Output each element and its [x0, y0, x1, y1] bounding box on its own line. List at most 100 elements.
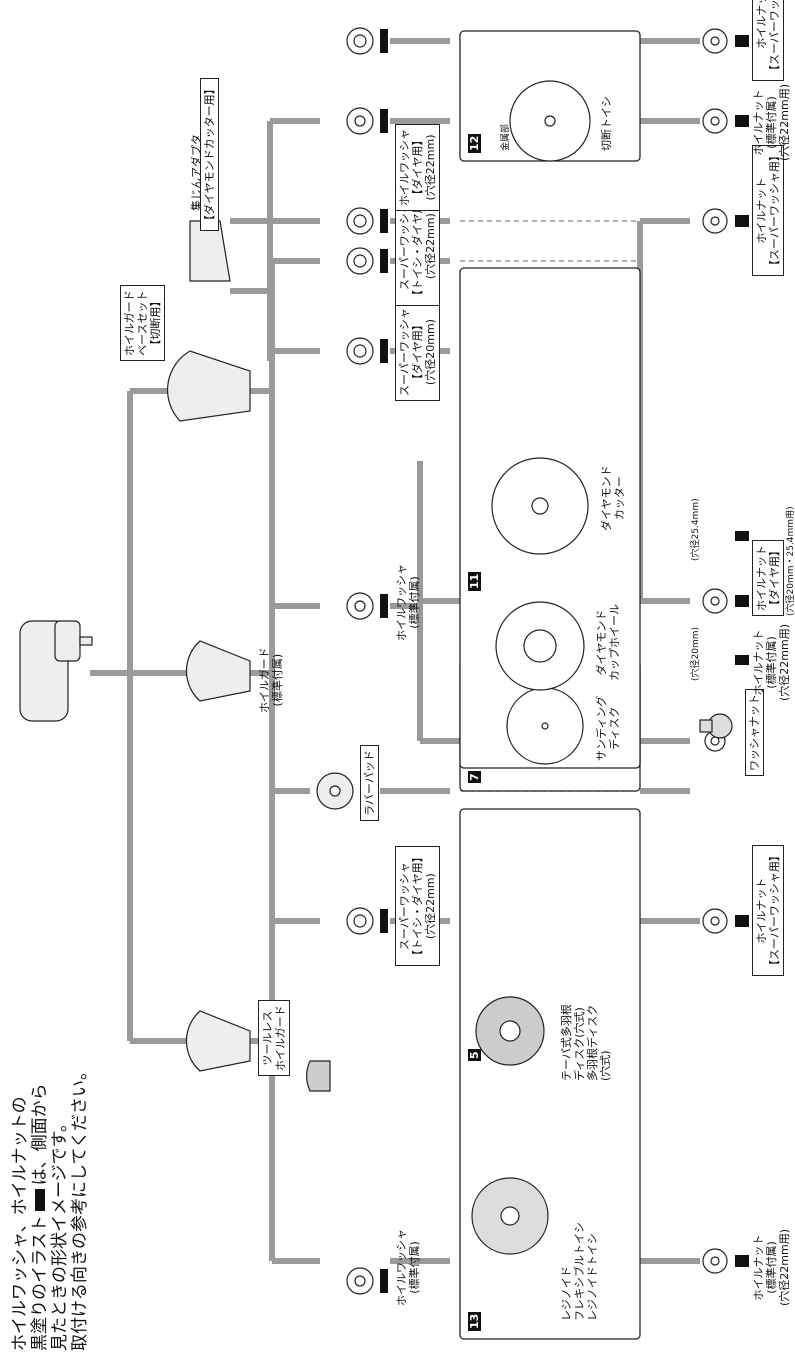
metal-part-label: 金属部	[501, 123, 511, 151]
p5-item1: テーパ式多羽根	[560, 1004, 573, 1081]
rubber-pad-icon	[306, 1060, 331, 1092]
nut-profiles	[735, 35, 749, 1267]
cup-wheel-label: ダイヤモンド カップホイール	[595, 604, 621, 681]
std-nut-label-mid: ホイルナット (標準付属) (穴径22mm用)	[752, 624, 791, 701]
washer-profiles	[380, 29, 388, 1293]
cutting-line1: ホイルガード	[123, 290, 136, 356]
cutoff-wheel-label: 切断トイシ	[600, 96, 613, 151]
panel-13-5-frame	[459, 808, 641, 1340]
note-line-2: 黒塗りのイラスト は、側面から	[30, 1063, 50, 1351]
superdia20-l1: スーパーワッシャ	[398, 308, 411, 396]
wheel-dia22-label: ホイルワッシャ 【ダイヤ用】 (穴径22mm)	[395, 124, 440, 211]
std-washer-l2: (標準付属)	[408, 1241, 421, 1294]
stdnut-l1: ホイルナット	[752, 1234, 765, 1301]
panel-12-number: 12	[468, 133, 481, 153]
super22-l1: スーパーワッシャ	[398, 862, 411, 951]
super-nut-label-right: ホイルナット 【スーパーワッシャ用】	[752, 0, 784, 81]
dust-adapter-icon	[189, 220, 231, 282]
standard-line2: (標準付属)	[271, 653, 284, 707]
cup-l1: ダイヤモンド	[595, 609, 608, 676]
stdnut-r3: (穴径22mm用)	[778, 83, 791, 161]
standard-guard-icon	[185, 640, 251, 702]
super-nut-label-mid: ホイルナット 【スーパーワッシャ用】	[752, 145, 784, 276]
adapter-box: 【ダイヤモンドカッター用】	[200, 78, 219, 231]
washer-nut-label: ワッシャナット	[745, 689, 764, 776]
stdnut-m2: (標準付属)	[765, 636, 778, 689]
diamond-cutter-label: ダイヤモンド カッター	[600, 465, 626, 531]
p13-item1: レジノイド	[560, 1266, 573, 1321]
supernut-l2: 【スーパーワッシャ用】	[768, 850, 781, 971]
p7-item2: ディスク	[608, 706, 621, 750]
supernut-r1: ホイルナット	[755, 0, 768, 49]
toolless-guard-label: ツールレス ホイルガード	[258, 1000, 290, 1076]
dia-nut-size: (穴径20mm・25.4mm用)	[786, 506, 795, 616]
cutting-guard-label: ホイルガード ベースセット 【切断用】	[120, 285, 165, 361]
cutting-line3: 【切断用】	[149, 295, 162, 351]
panel-11-number: 11	[468, 571, 481, 591]
adapter-line2: 【ダイヤモンドカッター用】	[203, 83, 216, 226]
note-line-2a: 黒塗りのイラスト	[30, 1215, 50, 1351]
wheeldia22-l1: ホイルワッシャ	[398, 129, 411, 206]
instruction-note: ホイルワッシャ、ホイルナットの 黒塗りのイラスト は、側面から 見たときの形状イメ…	[10, 1063, 90, 1351]
panel-5-number: 5	[468, 1049, 481, 1061]
stdnut-r1: ホイルナット	[752, 89, 765, 156]
cup-l2: カップホイール	[608, 604, 621, 681]
superdia20-l2: 【ダイヤ用】	[411, 319, 424, 385]
panel-7-text: サンディング ディスク	[595, 696, 621, 761]
std-washer-l1: ホイルワッシャ	[395, 1229, 408, 1306]
washer-nut-text: ワッシャナット	[748, 694, 761, 771]
super-washer-22-label: スーパーワッシャ 【トイシ・ダイヤ用】 (穴径22mm)	[395, 846, 440, 966]
panel-7-number: 7	[468, 771, 481, 783]
panel-13-number: 13	[468, 1311, 481, 1331]
p5-item4: (穴式)	[599, 1050, 612, 1081]
hole-20-label: (穴径20mm)	[691, 626, 701, 681]
toolless-line1: ツールレス	[261, 1010, 274, 1066]
std-washer-label-left: ホイルワッシャ (標準付属)	[395, 1229, 421, 1306]
rubber-pad-label: ラバーパッド	[360, 745, 379, 821]
cutting-line2: ベースセット	[136, 290, 149, 356]
dia-nut-label: ホイルナット 【ダイヤ用】	[752, 540, 784, 616]
note-line-4: 取付ける向きの参考にしてください。	[70, 1063, 90, 1351]
note-line-3: 見たときの形状イメージです。	[50, 1115, 70, 1351]
toolless-line2: ホイルガード	[274, 1005, 287, 1071]
supernut-m2: 【スーパーワッシャ用】	[768, 150, 781, 271]
std-nut-label-left: ホイルナット (標準付属) (穴径22mm用)	[752, 1229, 791, 1306]
stdnut-r2: (標準付属)	[765, 96, 778, 149]
stdnut-m1: ホイルナット	[752, 629, 765, 696]
supernut-m1: ホイルナット	[755, 177, 768, 244]
p13-item2: フレキシブルトイシ	[573, 1222, 586, 1321]
p5-item2: ディスク(穴式)	[573, 1007, 586, 1081]
standard-line1: ホイルガード	[258, 647, 271, 713]
cutter-l2: カッター	[613, 476, 626, 521]
stdnut-l3: (穴径22mm用)	[778, 1228, 791, 1306]
std-nut-label-right: ホイルナット (標準付属) (穴径22mm用)	[752, 84, 791, 161]
rubber-pad-text: ラバーパッド	[363, 750, 376, 816]
toolless-guard-icon	[185, 1010, 251, 1072]
panel-5-text: テーパ式多羽根 ディスク(穴式) 多羽根ディスク (穴式)	[560, 1004, 612, 1081]
black-swatch-icon	[35, 1189, 45, 1212]
std-washer-label-mid: ホイルワッシャ (標準付属)	[395, 564, 421, 641]
panel-13-text: レジノイド フレキシブルトイシ レジノイドトイシ	[560, 1222, 599, 1321]
super-dia20-label: スーパーワッシャ 【ダイヤ用】 (穴径20mm)	[395, 303, 440, 401]
cutting-guard-icon	[166, 350, 251, 422]
p13-item3: レジノイドトイシ	[586, 1233, 599, 1321]
note-line-2b: は、側面から	[30, 1083, 50, 1186]
wheeldia22-l3: (穴径22mm)	[424, 134, 437, 201]
wheeldia22-l2: 【ダイヤ用】	[411, 134, 424, 201]
p5-item3: 多羽根ディスク	[586, 1004, 599, 1081]
standard-guard-label: ホイルガード (標準付属)	[258, 647, 284, 713]
washer-icons	[316, 27, 374, 1295]
washer-nut-icon	[699, 713, 733, 739]
stdnut-l2: (標準付属)	[765, 1241, 778, 1294]
super22-l2: 【トイシ・ダイヤ用】	[411, 851, 424, 961]
super22-l3: (穴径22mm)	[424, 873, 437, 940]
super-nut-label-left: ホイルナット 【スーパーワッシャ用】	[752, 845, 784, 976]
note-line-1: ホイルワッシャ、ホイルナットの	[10, 1096, 30, 1351]
nut-icons	[702, 28, 728, 1274]
std-washer-m1: ホイルワッシャ	[395, 564, 408, 641]
dianut-l2: 【ダイヤ用】	[768, 545, 781, 611]
cutter-l1: ダイヤモンド	[600, 465, 613, 531]
dianut-l1: ホイルナット	[755, 545, 768, 611]
